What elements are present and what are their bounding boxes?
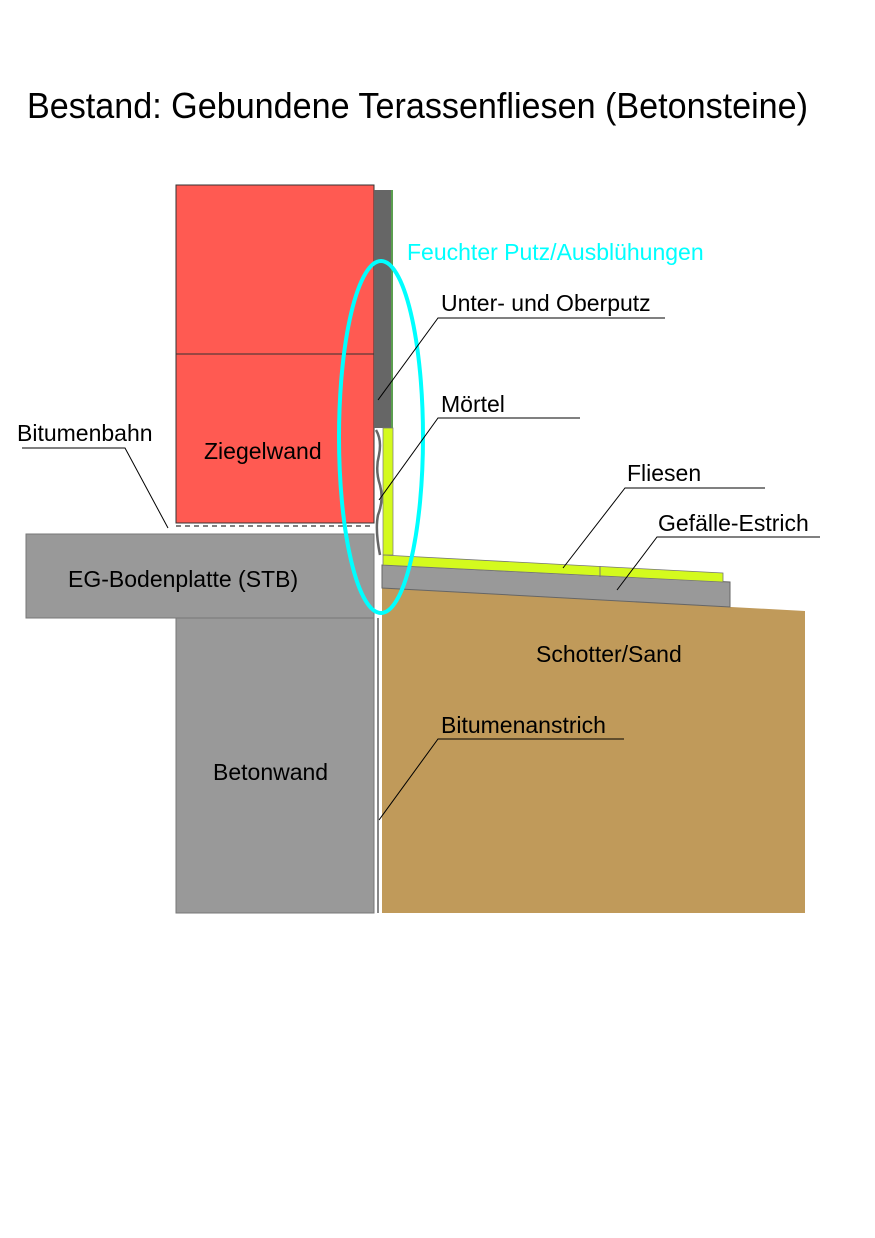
putz-layer <box>374 190 391 428</box>
label-putz: Unter- und Oberputz <box>441 290 651 316</box>
leader-bitumenanstrich <box>378 738 624 821</box>
oberputz-layer <box>391 190 393 428</box>
leader-fliesen <box>562 487 765 569</box>
schotter <box>382 588 805 913</box>
fliesen <box>382 554 724 583</box>
diagram-title: Bestand: Gebundene Terassenfliesen (Beto… <box>27 85 808 126</box>
label-fliesen: Fliesen <box>627 460 701 486</box>
bitumen-wave <box>374 429 383 556</box>
damage-highlight-ellipse <box>337 259 425 615</box>
label-bitumenbahn: Bitumenbahn <box>17 420 153 446</box>
leader-putz <box>377 317 665 401</box>
label-moertel: Mörtel <box>441 391 505 417</box>
label-ziegelwand: Ziegelwand <box>204 438 322 464</box>
bodenplatte <box>25 533 375 619</box>
betonwand <box>175 617 375 914</box>
label-bodenplatte: EG-Bodenplatte (STB) <box>68 566 298 592</box>
leader-estrich <box>616 536 820 591</box>
label-gefaelle-estrich: Gefälle-Estrich <box>658 510 809 536</box>
leader-moertel <box>378 417 580 501</box>
label-schotter: Schotter/Sand <box>536 641 682 667</box>
label-feuchter-putz: Feuchter Putz/Ausblühungen <box>407 239 704 265</box>
label-bitumenanstrich: Bitumenanstrich <box>441 712 606 738</box>
leader-bitumenbahn <box>22 447 169 529</box>
label-betonwand: Betonwand <box>213 759 328 785</box>
